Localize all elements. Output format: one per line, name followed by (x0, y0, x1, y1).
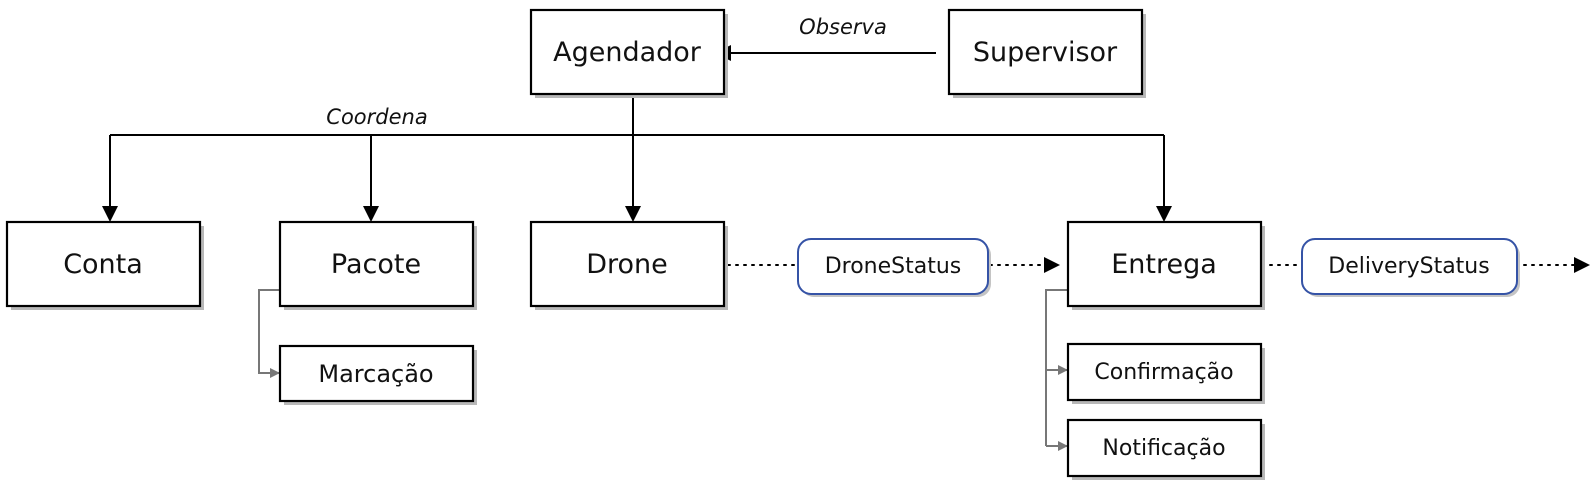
node-agendador[interactable]: Agendador (529, 8, 728, 98)
node-entrega-label: Entrega (1111, 249, 1217, 280)
status-dronestatus[interactable]: DroneStatus (797, 238, 991, 297)
node-notificacao[interactable]: Notificação (1066, 418, 1265, 480)
node-marcacao-label: Marcação (318, 360, 433, 388)
edge-label-coordena: Coordena (326, 105, 427, 129)
node-drone[interactable]: Drone (529, 220, 728, 310)
connectors (102, 45, 1590, 451)
node-drone-label: Drone (586, 249, 668, 280)
node-supervisor[interactable]: Supervisor (947, 8, 1146, 98)
status-deliverystatus-label: DeliveryStatus (1328, 254, 1489, 279)
edge-entrega-sub (1045, 289, 1068, 446)
edge-pacote-marcacao (258, 289, 280, 378)
node-confirmacao-label: Confirmação (1094, 360, 1233, 385)
node-conta-label: Conta (63, 249, 143, 280)
node-conta[interactable]: Conta (5, 220, 204, 310)
node-marcacao[interactable]: Marcação (278, 344, 477, 405)
status-deliverystatus[interactable]: DeliveryStatus (1301, 238, 1520, 297)
node-agendador-label: Agendador (553, 37, 702, 68)
node-pacote-label: Pacote (331, 249, 421, 280)
edge-label-observa: Observa (799, 15, 887, 39)
node-notificacao-label: Notificação (1102, 436, 1225, 461)
node-supervisor-label: Supervisor (973, 37, 1118, 68)
status-dronestatus-label: DroneStatus (825, 254, 962, 279)
node-entrega[interactable]: Entrega (1066, 220, 1265, 310)
node-confirmacao[interactable]: Confirmação (1066, 342, 1265, 404)
node-pacote[interactable]: Pacote (278, 220, 477, 310)
